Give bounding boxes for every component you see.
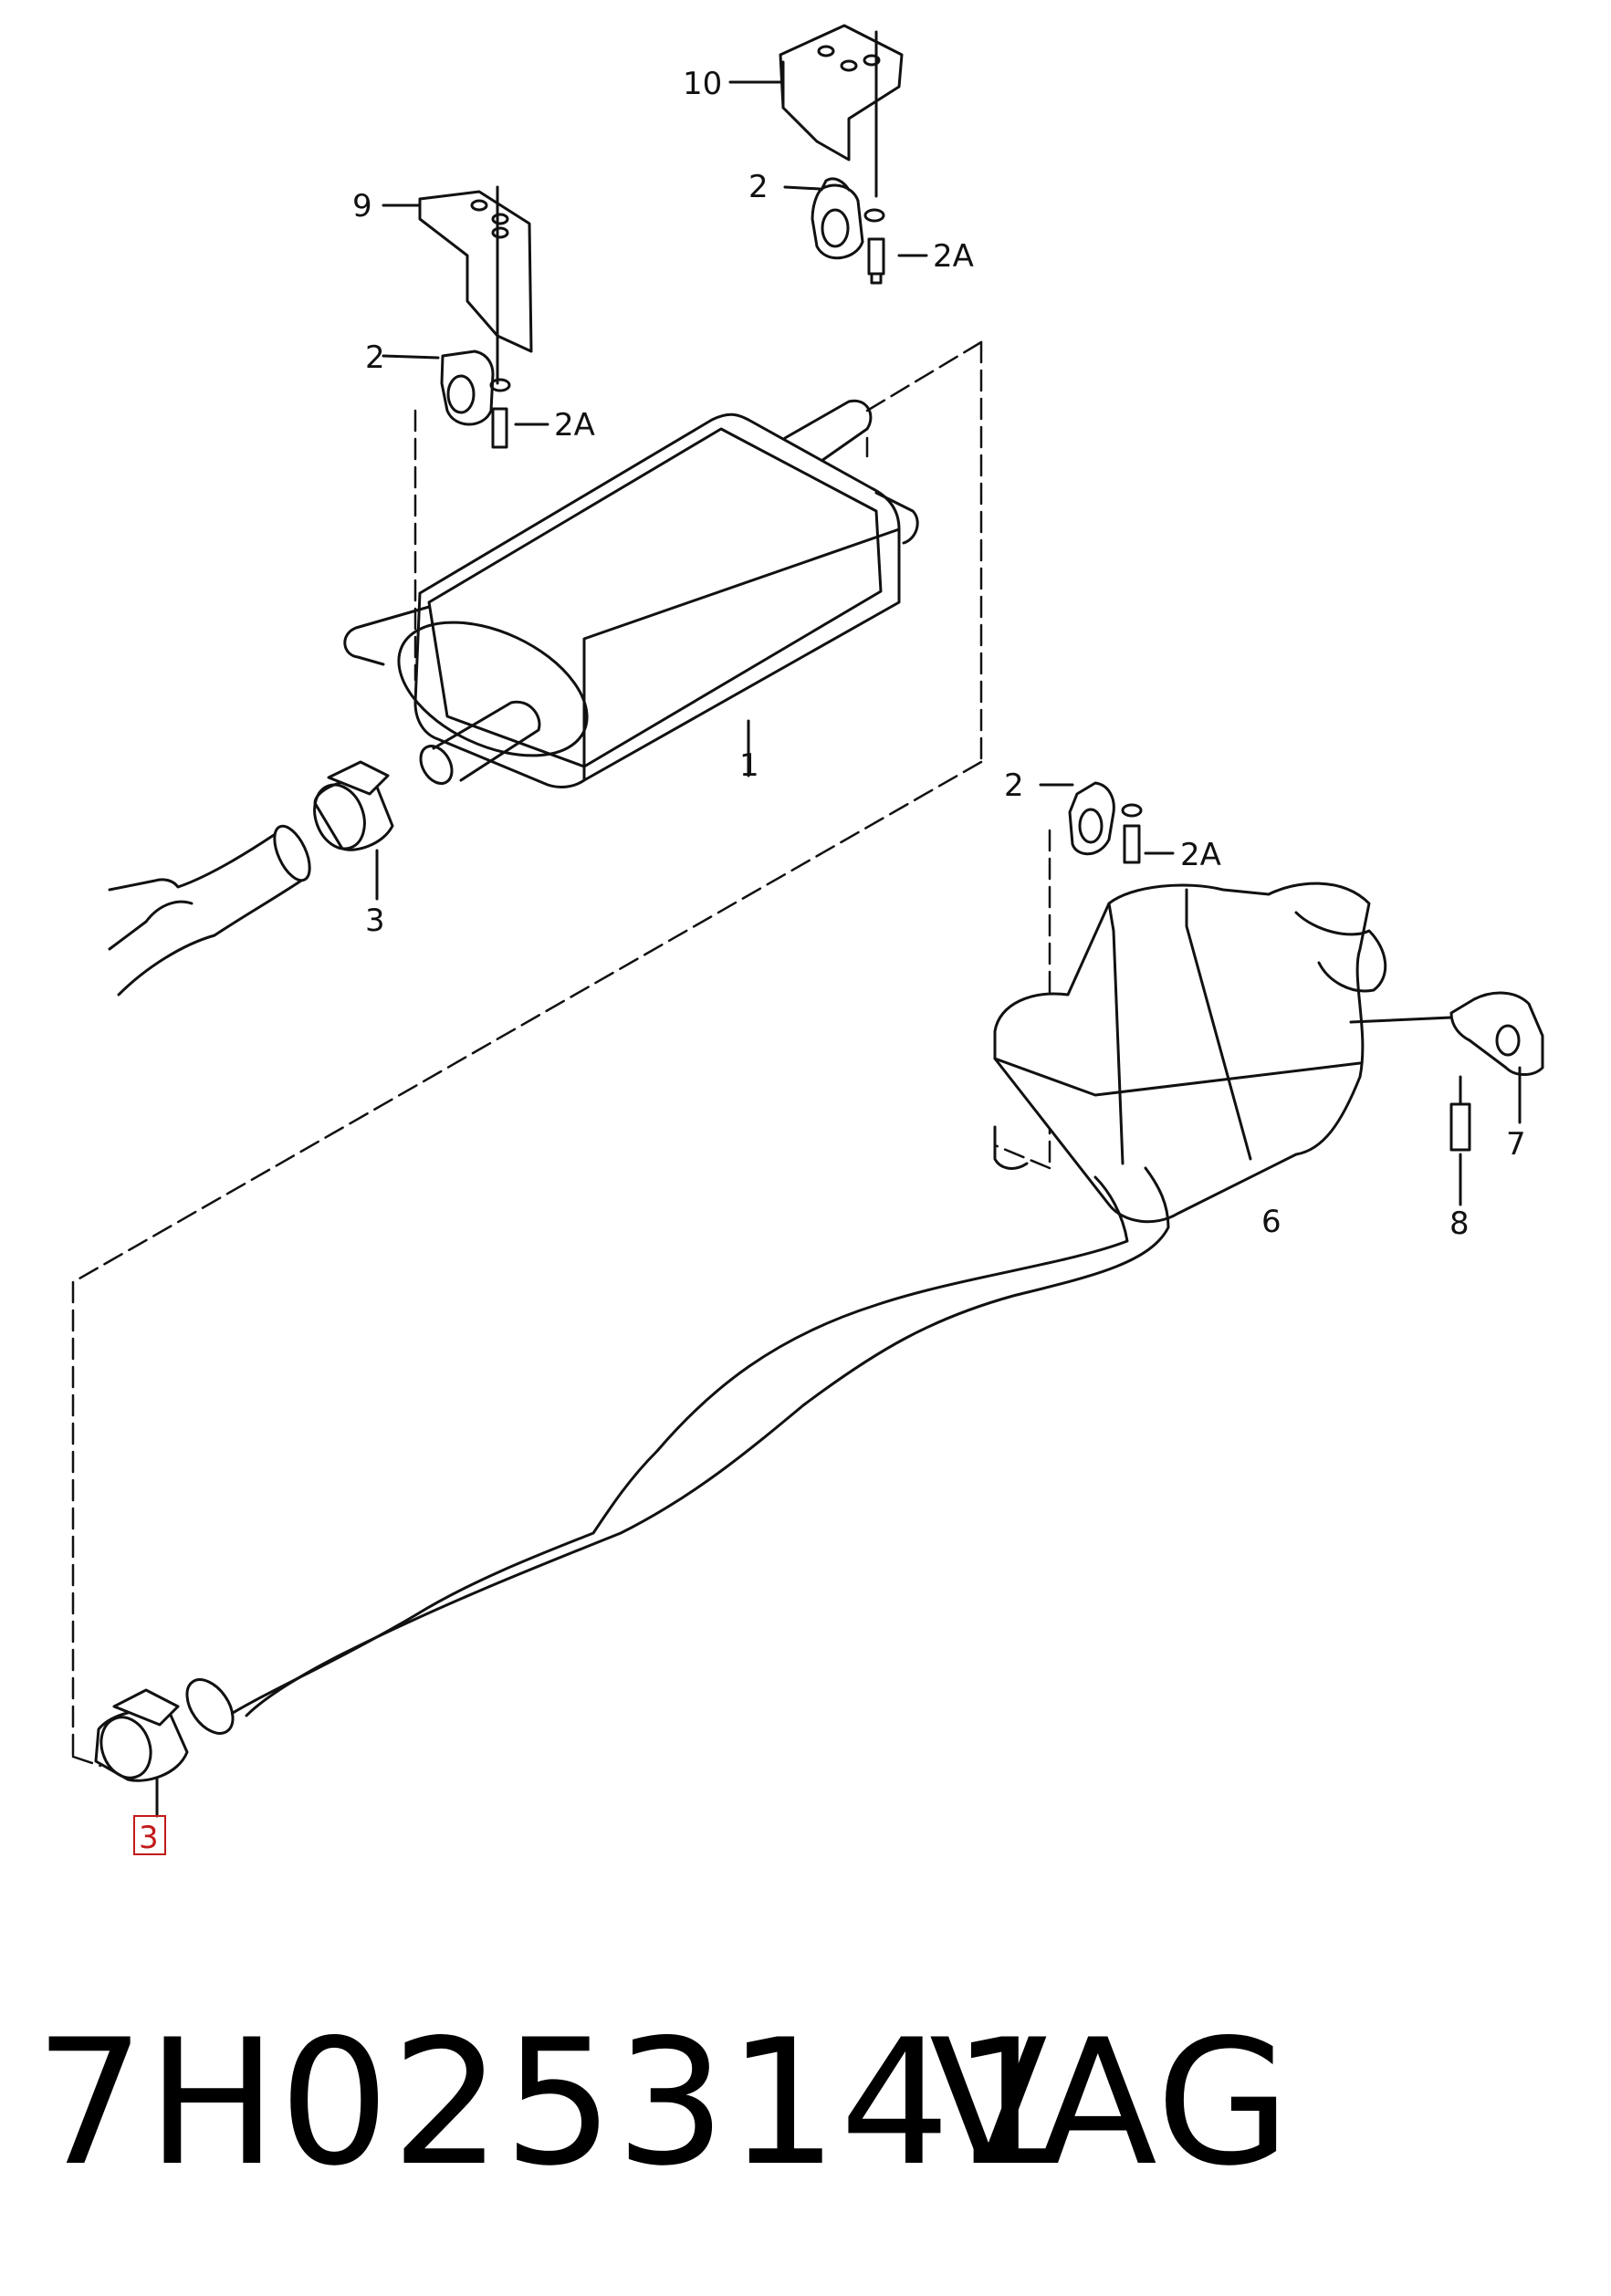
bracket-10 (779, 24, 904, 198)
rubber-hanger-right (811, 177, 885, 285)
rubber-hanger-rear (1068, 781, 1143, 864)
clamp-upper (313, 760, 394, 901)
callout-center-muffler: 1 (739, 747, 759, 784)
rear-muffler (993, 882, 1471, 1224)
callout-hanger-right: 2 (748, 169, 769, 205)
leader-lines (382, 80, 1175, 855)
rear-hanger-7 (1449, 991, 1544, 1124)
highlight-box (133, 1815, 166, 1855)
callout-hanger-right-bolt: 2A (933, 238, 974, 275)
callout-hanger-rear: 2 (1004, 767, 1024, 804)
front-pipe (108, 824, 311, 997)
callout-rear-bolt: 8 (1449, 1205, 1470, 1242)
part-number: 7H0253141 (35, 2002, 1064, 2204)
callout-bracket-9: 9 (352, 188, 372, 224)
callout-clamp-upper: 3 (365, 903, 385, 939)
center-muffler (343, 399, 919, 788)
callout-rear-hanger: 7 (1506, 1126, 1526, 1163)
rear-bolt-8 (1449, 1075, 1471, 1206)
rear-pipe (185, 1166, 1170, 1735)
callout-clamp-lower[interactable]: 3 (139, 1820, 159, 1856)
callout-hanger-left: 2 (365, 339, 385, 376)
part-caption: 7H0253141VAG (35, 2003, 1586, 2204)
callout-bracket-10: 10 (683, 66, 722, 102)
bracket-9 (418, 185, 533, 385)
callout-rear-muffler: 6 (1261, 1204, 1281, 1240)
clamp-lower (94, 1688, 189, 1818)
rubber-hanger-left (440, 350, 511, 449)
brand-name: VAG (929, 2002, 1292, 2204)
callout-hanger-left-bolt: 2A (554, 407, 595, 444)
callout-hanger-rear-bolt: 2A (1180, 837, 1221, 873)
